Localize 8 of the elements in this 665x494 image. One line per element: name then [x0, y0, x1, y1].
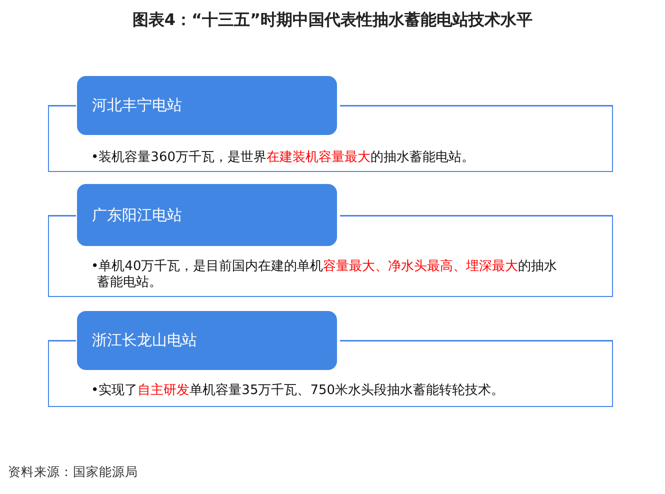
heading-tab: 浙江长龙山电站 — [77, 311, 337, 370]
bullet-text: •单机40万千瓦，是目前国内在建的单机容量最大、净水头最高、埋深最大的抽水蓄能电站。 — [91, 259, 558, 291]
chart-title: 图表4：“十三五”时期中国代表性抽水蓄能电站技术水平 — [132, 9, 533, 31]
heading-tab: 河北丰宁电站 — [77, 76, 337, 135]
heading-tab: 广东阳江电站 — [77, 184, 337, 246]
bullet-text: •装机容量360万千瓦，是世界在建装机容量最大的抽水蓄能电站。 — [91, 150, 474, 166]
source-note: 资料来源：国家能源局 — [8, 463, 138, 481]
bullet-text: •实现了自主研发单机容量35万千瓦、750米水头段抽水蓄能转轮技术。 — [91, 383, 504, 399]
